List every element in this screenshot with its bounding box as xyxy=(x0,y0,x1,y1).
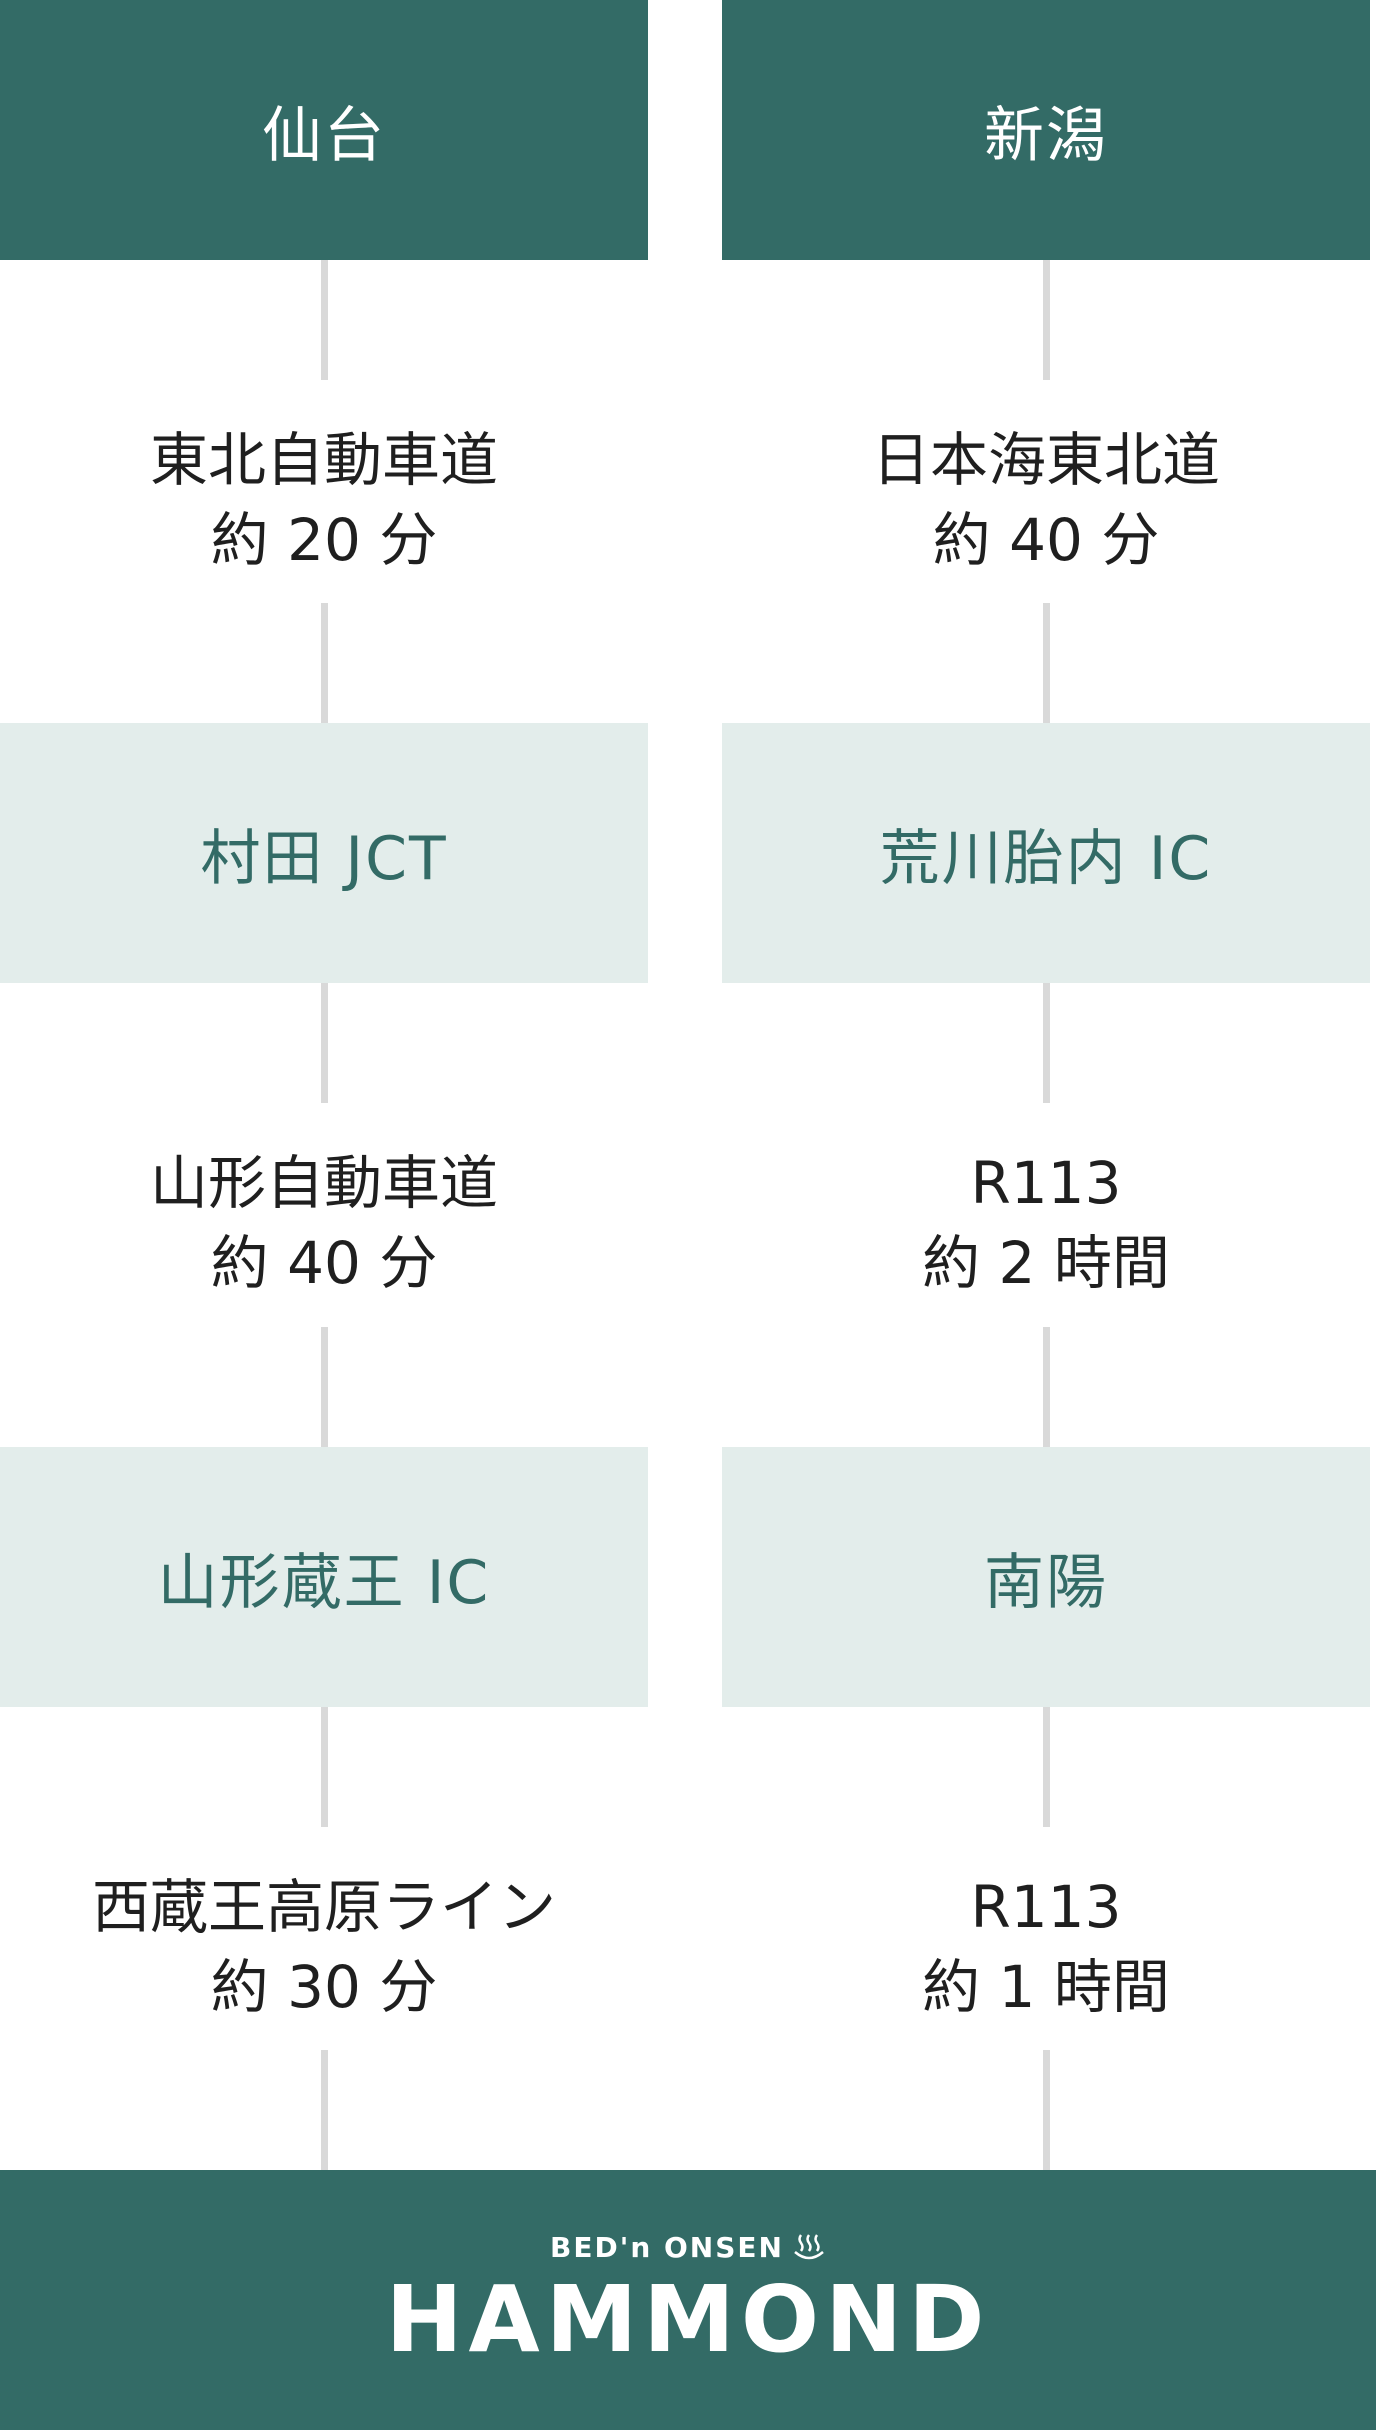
route-sendai: 仙台 東北自動車道 約 20 分 村田 JCT 山形自動車道 約 40 分 山形… xyxy=(0,0,648,2170)
route-niigata: 新潟 日本海東北道 約 40 分 荒川胎内 IC R113 約 2 時間 南陽 … xyxy=(722,0,1370,2170)
travel-time: 約 20 分 xyxy=(210,506,438,574)
connector-line xyxy=(321,1707,328,1827)
travel-time: 約 40 分 xyxy=(210,1229,438,1297)
onsen-icon xyxy=(794,2234,824,2260)
travel-time: 約 30 分 xyxy=(210,1953,438,2021)
route-segment: 東北自動車道 約 20 分 xyxy=(0,420,648,580)
waypoint-box: 南陽 xyxy=(722,1447,1370,1707)
route-segment: R113 約 2 時間 xyxy=(722,1143,1370,1303)
connector-line xyxy=(1043,2050,1050,2170)
connector-line xyxy=(321,260,328,380)
road-name: 山形自動車道 xyxy=(149,1149,498,1217)
road-name: 日本海東北道 xyxy=(871,426,1220,494)
waypoint-box: 村田 JCT xyxy=(0,723,648,983)
connector-line xyxy=(321,983,328,1103)
connector-line xyxy=(321,1327,328,1447)
brand-subtitle-row: BED'n ONSEN xyxy=(550,2231,826,2264)
connector-line xyxy=(1043,1707,1050,1827)
brand-subtitle: BED'n ONSEN xyxy=(550,2230,784,2264)
route-segment: 山形自動車道 約 40 分 xyxy=(0,1143,648,1303)
connector-line xyxy=(1043,983,1050,1103)
brand-logo: HAMMOND xyxy=(385,2265,991,2373)
route-segment: 西蔵王高原ライン 約 30 分 xyxy=(0,1867,648,2027)
connector-line xyxy=(321,603,328,723)
connector-line xyxy=(1043,1327,1050,1447)
origin-box: 仙台 xyxy=(0,0,648,260)
waypoint-box: 山形蔵王 IC xyxy=(0,1447,648,1707)
connector-line xyxy=(1043,603,1050,723)
connector-line xyxy=(1043,260,1050,380)
travel-time: 約 2 時間 xyxy=(922,1229,1170,1297)
connector-line xyxy=(321,2050,328,2170)
road-name: R113 xyxy=(970,1149,1122,1217)
route-segment: R113 約 1 時間 xyxy=(722,1867,1370,2027)
destination-footer: BED'n ONSEN HAMMOND xyxy=(0,2170,1376,2430)
road-name: R113 xyxy=(970,1873,1122,1941)
route-segment: 日本海東北道 約 40 分 xyxy=(722,420,1370,580)
travel-time: 約 40 分 xyxy=(932,506,1160,574)
travel-time: 約 1 時間 xyxy=(922,1953,1170,2021)
road-name: 東北自動車道 xyxy=(149,426,498,494)
origin-box: 新潟 xyxy=(722,0,1370,260)
waypoint-box: 荒川胎内 IC xyxy=(722,723,1370,983)
road-name: 西蔵王高原ライン xyxy=(91,1873,556,1941)
